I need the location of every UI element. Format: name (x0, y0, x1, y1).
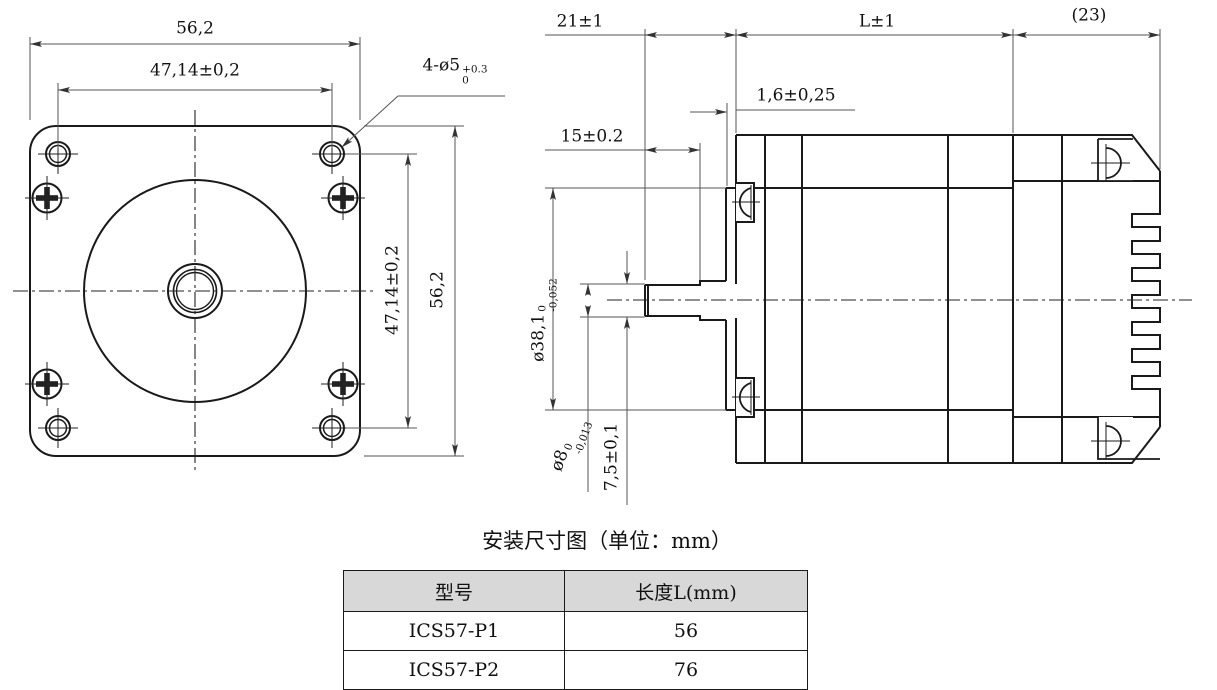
drawing-caption: 安装尺寸图（单位：mm） (482, 529, 732, 553)
model-cell: ICS57-P2 (343, 650, 565, 690)
table-row: ICS57-P1 56 (343, 611, 808, 651)
dim-side-flat-height: 7,5±0,1 (601, 422, 622, 492)
dim-side-rear-length: (23) (1071, 5, 1107, 26)
dim-front-outer-height: 56,2 (427, 271, 448, 309)
dim-front-outer-width: 56,2 (176, 18, 214, 39)
motor-body (735, 134, 1161, 464)
model-cell: ICS57-P1 (343, 611, 565, 651)
pilot-boss (725, 187, 736, 411)
dim-front-hole-spacing-v: 47,14±0,2 (382, 245, 403, 335)
front-centerlines (13, 110, 377, 474)
dimension-lines (29, 29, 1161, 505)
rear-screws-side (1091, 138, 1160, 460)
front-view-drawing (13, 110, 377, 474)
table-header-row: 型号 长度L(mm) (343, 570, 808, 612)
model-length-table: 型号 长度L(mm) ICS57-P1 56 ICS57-P2 76 (343, 570, 808, 690)
flange-screws-side (732, 182, 760, 418)
dim-side-flat-length: 15±0.2 (560, 126, 624, 147)
side-view-drawing (607, 134, 1192, 464)
dim-front-hole-spacing-h: 47,14±0,2 (150, 60, 240, 81)
table-row: ICS57-P2 76 (343, 650, 808, 690)
dim-side-body-length: L±1 (858, 11, 896, 32)
dim-side-boss-thickness: 1,6±0,25 (756, 85, 836, 106)
heatsink-fins (1131, 171, 1161, 427)
dim-side-shaft-length: 21±1 (556, 11, 604, 32)
hole-center-marks (25, 134, 365, 448)
length-cell: 56 (564, 611, 808, 651)
length-cell: 76 (564, 650, 808, 690)
table-header-model: 型号 (343, 570, 565, 612)
table-header-length: 长度L(mm) (564, 570, 808, 612)
